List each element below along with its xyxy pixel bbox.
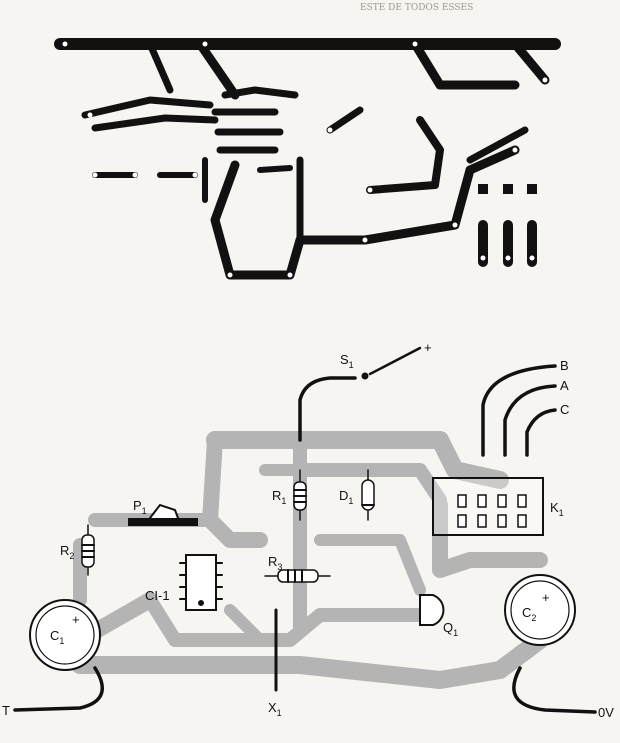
- label-c: C: [560, 402, 569, 417]
- label-p1: P1: [133, 498, 147, 516]
- label-c2: C2: [522, 605, 536, 623]
- wire-c: [525, 408, 557, 457]
- label-c1: C1: [50, 628, 64, 646]
- diode-d1: [361, 479, 375, 511]
- label-k1: K1: [550, 500, 564, 518]
- bleed-text-top: ESTE DE TODOS ESSES: [360, 3, 473, 13]
- label-ci1: CI-1: [145, 588, 170, 603]
- pcb-top-layout: [54, 38, 561, 280]
- label-t: T: [2, 703, 10, 718]
- label-r2: R2: [60, 543, 74, 561]
- label-b: B: [560, 358, 569, 373]
- label-plus-top: +: [424, 340, 432, 355]
- label-q1: Q1: [443, 620, 458, 638]
- resistor-r3: [277, 569, 319, 583]
- capacitor-c1: [29, 599, 101, 671]
- label-c2-plus: +: [542, 590, 550, 605]
- wire-a: [503, 384, 557, 457]
- capacitor-c2: [504, 574, 576, 646]
- label-a: A: [560, 378, 569, 393]
- label-c1-plus: +: [72, 612, 80, 627]
- label-r3: R3: [268, 554, 282, 572]
- components: [13, 346, 597, 714]
- wire-b: [481, 364, 557, 457]
- relay-k1-pins: [457, 494, 527, 528]
- s1-switch-arm: [368, 346, 422, 376]
- trimpot-p1: [128, 518, 198, 526]
- label-0v: 0V: [598, 705, 614, 720]
- label-d1: D1: [339, 488, 353, 506]
- label-x1: X1: [268, 700, 282, 718]
- s1-switch-pivot: [361, 372, 369, 380]
- labels: S1 + B A C R1 D1 K1 P1 R2 R3 CI-1 C1 + C…: [2, 340, 614, 720]
- transistor-q1: [419, 594, 445, 626]
- label-r1: R1: [272, 488, 286, 506]
- label-s1: S1: [340, 352, 354, 370]
- s1-wire: [298, 376, 357, 442]
- wire-t: [13, 666, 105, 712]
- pcb-component-layout: [71, 431, 549, 689]
- wire-0v: [512, 666, 597, 714]
